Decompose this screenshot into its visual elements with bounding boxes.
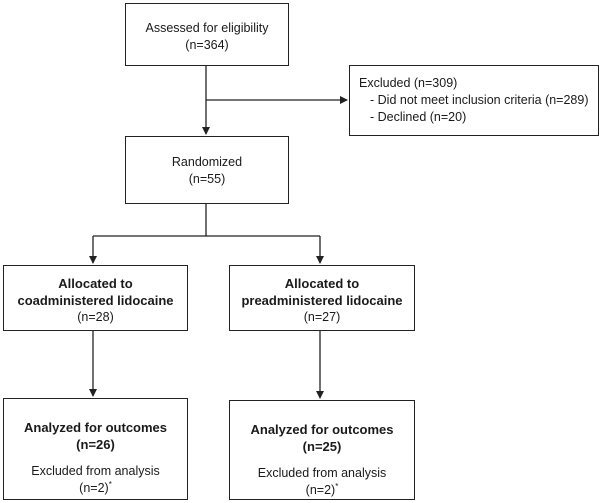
- excluded-item-inclusion: - Did not meet inclusion criteria (n=289…: [370, 93, 589, 107]
- analyzed-pre-excluded-count-line: (n=2)*: [230, 482, 414, 499]
- excluded-box: Excluded (n=309) - Did not meet inclusio…: [349, 65, 599, 136]
- alloc-co-line1: Allocated to: [58, 276, 133, 291]
- analyzed-pre-count: (n=25): [302, 439, 342, 454]
- analyzed-co-count: (n=26): [76, 437, 115, 452]
- excluded-item-declined: - Declined (n=20): [370, 110, 467, 124]
- alloc-pre-line2: preadministered lidocaine: [241, 293, 403, 308]
- allocated-preadministered-box: Allocated to preadministered lidocaine (…: [229, 265, 415, 331]
- assessed-count: (n=364): [185, 38, 229, 52]
- randomized-title: Randomized: [171, 155, 243, 169]
- analyzed-pre-title: Analyzed for outcomes: [250, 422, 394, 437]
- randomized-count: (n=55): [188, 172, 226, 186]
- assessed-title: Assessed for eligibility: [145, 21, 269, 35]
- analyzed-co-excluded-label: Excluded from analysis: [31, 464, 160, 478]
- analyzed-pre-footnote-mark: *: [335, 481, 339, 491]
- excluded-title: Excluded (n=309): [359, 76, 458, 90]
- analyzed-pre-excluded-label: Excluded from analysis: [257, 466, 387, 480]
- analyzed-co-title: Analyzed for outcomes: [23, 420, 168, 435]
- analyzed-co-excluded-count-line: (n=2)*: [4, 480, 187, 497]
- analyzed-preadministered-box: Analyzed for outcomes (n=25) Excluded fr…: [229, 400, 415, 500]
- alloc-co-line2: coadministered lidocaine: [17, 293, 174, 308]
- alloc-pre-line1: Allocated to: [284, 276, 360, 291]
- allocated-coadministered-box: Allocated to coadministered lidocaine (n…: [3, 265, 188, 331]
- analyzed-co-excluded-count: (n=2): [79, 481, 109, 495]
- analyzed-pre-excluded-count: (n=2): [305, 483, 336, 497]
- analyzed-coadministered-box: Analyzed for outcomes (n=26) Excluded fr…: [3, 398, 188, 500]
- alloc-pre-count: (n=27): [303, 310, 341, 324]
- alloc-co-count: (n=28): [77, 310, 114, 324]
- assessed-box: Assessed for eligibility (n=364): [125, 3, 289, 66]
- analyzed-co-footnote-mark: *: [108, 479, 112, 489]
- randomized-box: Randomized (n=55): [125, 136, 289, 204]
